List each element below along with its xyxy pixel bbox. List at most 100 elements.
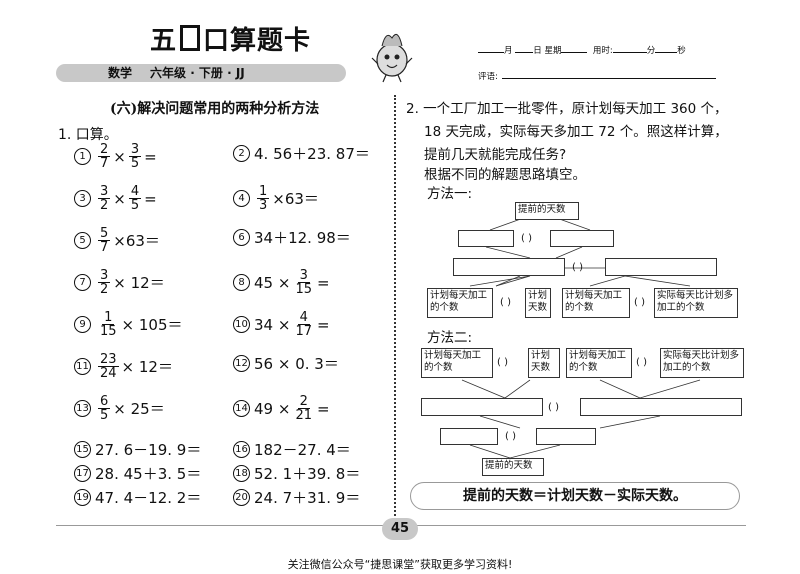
- m2-box-early-days: 提前的天数: [482, 458, 544, 476]
- m2-blank-box[interactable]: [440, 428, 498, 445]
- expression-text: × 12＝: [121, 358, 173, 376]
- expression-text: =: [316, 315, 330, 334]
- m1-operator-blank[interactable]: ( ): [572, 262, 583, 273]
- expression-text: 28. 45＋3. 5＝: [95, 465, 202, 483]
- item-number: 12: [233, 355, 250, 372]
- m1-box-planned-per-day: 计划每天加工的个数: [562, 288, 630, 318]
- m1-blank-box[interactable]: [453, 258, 565, 276]
- expression-text: ×: [113, 189, 126, 208]
- m1-blank-box[interactable]: [458, 230, 514, 247]
- expression-text: ×63＝: [113, 232, 160, 250]
- item-number: 6: [233, 229, 250, 246]
- section-title: (六)解决问题常用的两种分析方法: [110, 101, 320, 117]
- q2-line: 2. 一个工厂加工一批零件，原计划每天加工 360 个，: [406, 101, 728, 117]
- expression-text: 4. 56＋23. 87＝: [254, 145, 370, 163]
- expression-text: 52. 1＋39. 8＝: [254, 465, 361, 483]
- m1-box-early-days: 提前的天数: [515, 202, 579, 220]
- item-number: 15: [74, 441, 91, 458]
- m2-blank-box[interactable]: [421, 398, 543, 416]
- expression-text: ×63＝: [272, 190, 319, 208]
- m1-operator-blank[interactable]: ( ): [634, 297, 645, 308]
- item-number: 16: [233, 441, 250, 458]
- m2-operator-blank[interactable]: ( ): [636, 357, 647, 368]
- expression-text: 47. 4－12. 2＝: [95, 489, 202, 507]
- item-number: 17: [74, 465, 91, 482]
- m1-operator-blank[interactable]: ( ): [500, 297, 511, 308]
- expression-text: 56 × 0. 3＝: [254, 355, 339, 373]
- m2-blank-box[interactable]: [536, 428, 596, 445]
- brand-e-logo: [180, 25, 201, 51]
- item-number: 2: [233, 145, 250, 162]
- m2-box-extra-per-day: 实际每天比计划多加工的个数: [660, 348, 744, 378]
- m1-box-planned-days: 计划天数: [525, 288, 551, 318]
- m1-box-planned-per-day: 计划每天加工的个数: [427, 288, 493, 318]
- method-1-label: 方法一:: [427, 186, 473, 202]
- expression-text: 49 ×: [254, 399, 291, 418]
- m1-blank-box[interactable]: [550, 230, 614, 247]
- m1-operator-blank[interactable]: ( ): [521, 233, 532, 244]
- m2-operator-blank[interactable]: ( ): [548, 402, 559, 413]
- expression-text: =: [316, 399, 330, 418]
- date-fields: 月 日 星期 用时:分秒: [478, 44, 686, 56]
- grade-label: 六年级 · 下册 · JJ: [150, 66, 245, 80]
- item-number: 3: [74, 190, 91, 207]
- page-number: 45: [382, 518, 418, 540]
- expression-text: =: [144, 147, 157, 166]
- expression-text: 34 ×: [254, 315, 291, 334]
- expression-text: 24. 7＋31. 9＝: [254, 489, 361, 507]
- item-number: 14: [233, 400, 250, 417]
- item-number: 13: [74, 400, 91, 417]
- item-number: 5: [74, 232, 91, 249]
- item-number: 20: [233, 489, 250, 506]
- brand-title: 五口算题卡: [150, 25, 312, 56]
- expression-text: =: [316, 273, 330, 292]
- m2-box-planned-per-day: 计划每天加工的个数: [566, 348, 632, 378]
- m2-operator-blank[interactable]: ( ): [497, 357, 508, 368]
- m2-operator-blank[interactable]: ( ): [505, 431, 516, 442]
- item-number: 11: [74, 358, 91, 375]
- m1-blank-box[interactable]: [605, 258, 717, 276]
- q2-line: 根据不同的解题思路填空。: [424, 167, 586, 183]
- expression-text: =: [144, 189, 157, 208]
- formula-banner: 提前的天数＝计划天数－实际天数。: [410, 482, 740, 510]
- item-number: 1: [74, 148, 91, 165]
- item-number: 4: [233, 190, 250, 207]
- expression-text: ×: [113, 147, 126, 166]
- expression-text: 34＋12. 98＝: [254, 229, 351, 247]
- expression-text: × 12＝: [113, 274, 165, 292]
- column-divider: [394, 95, 396, 520]
- m2-box-planned-per-day: 计划每天加工的个数: [421, 348, 493, 378]
- m2-blank-box[interactable]: [580, 398, 742, 416]
- subject-bar: 数学六年级 · 下册 · JJ: [56, 64, 346, 82]
